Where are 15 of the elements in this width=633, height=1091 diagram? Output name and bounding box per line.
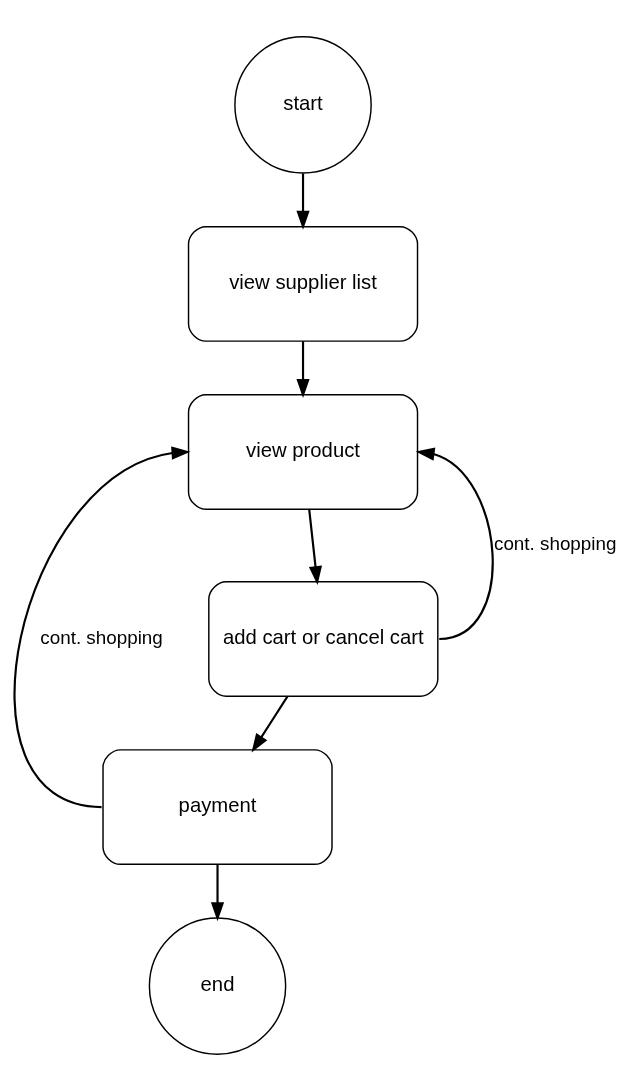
arrow [251, 695, 289, 753]
arrow [296, 341, 310, 398]
node-box: payment [102, 749, 333, 866]
node-box: view supplier list [187, 225, 419, 342]
arrow [308, 509, 323, 585]
node-box: add cart or cancel cart [208, 581, 439, 697]
arrow [296, 173, 310, 230]
arrow [415, 447, 494, 641]
node-circle: start [234, 36, 372, 174]
arrow [210, 864, 225, 922]
node-circle: end [148, 917, 287, 1055]
edge-label: cont. shopping [40, 626, 163, 648]
arrow [13, 446, 191, 809]
edge-label: cont. shopping [493, 533, 617, 555]
node-box: view product [187, 394, 419, 510]
